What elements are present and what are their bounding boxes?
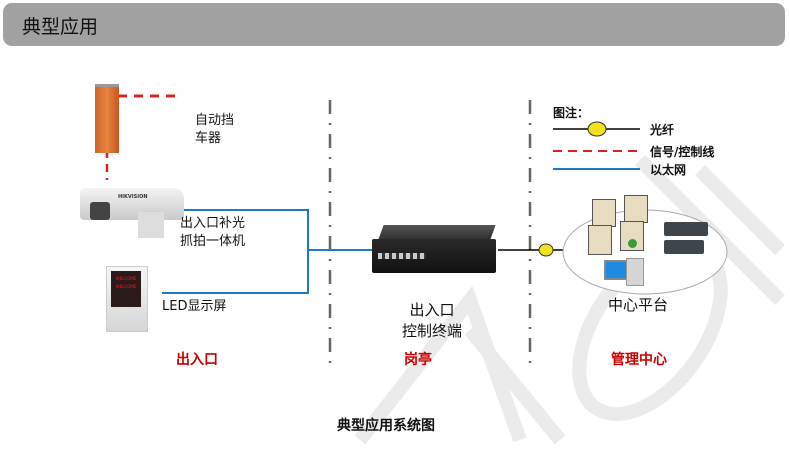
terminal-label: 出入口 控制终端 bbox=[392, 300, 472, 342]
legend-label-ethernet: 以太网 bbox=[650, 163, 687, 177]
center-platform-label: 中心平台 bbox=[607, 296, 668, 314]
control-terminal-icon bbox=[372, 225, 496, 275]
led-text-1: WELCOME bbox=[115, 276, 137, 281]
barrier-gate-icon bbox=[95, 84, 119, 153]
ethernet-entrance-line bbox=[162, 209, 309, 294]
workstation-icon bbox=[604, 258, 648, 288]
led-text-2: WELCOME bbox=[115, 284, 137, 289]
zone-booth: 岗亭 bbox=[404, 352, 432, 368]
zone-entrance: 出入口 bbox=[176, 352, 218, 368]
camera-label-line2: 抓拍一体机 bbox=[180, 234, 246, 249]
camera-label-line1: 出入口补光 bbox=[180, 216, 246, 231]
server-cluster-icon bbox=[588, 195, 654, 255]
camera-label: 出入口补光 抓拍一体机 bbox=[180, 215, 245, 251]
diagram-caption: 典型应用系统图 bbox=[337, 418, 435, 434]
barrier-label: 自动挡 车器 bbox=[195, 112, 234, 148]
fiber-icon bbox=[538, 243, 554, 257]
section-header: 典型应用 bbox=[3, 3, 785, 46]
legend-label-signal: 信号/控制线 bbox=[650, 145, 715, 159]
watermark-letter-t bbox=[464, 325, 566, 445]
camera-icon: HIKVISION bbox=[80, 188, 186, 238]
terminal-label-line1: 出入口 bbox=[409, 301, 455, 319]
storage-device-icon bbox=[664, 222, 710, 258]
terminal-label-line2: 控制终端 bbox=[401, 322, 462, 340]
led-screen-label: LED显示屏 bbox=[162, 299, 227, 314]
led-screen-icon: WELCOME WELCOME bbox=[106, 266, 148, 332]
camera-brand-label: HIKVISION bbox=[118, 194, 148, 200]
watermark-letter-a bbox=[354, 285, 527, 445]
legend-label-fiber: 光纤 bbox=[650, 123, 675, 137]
barrier-label-line1: 自动挡 bbox=[195, 113, 235, 128]
barrier-label-line2: 车器 bbox=[195, 131, 222, 146]
legend-title: 图注： bbox=[553, 106, 590, 120]
section-title: 典型应用 bbox=[22, 16, 99, 38]
zone-management: 管理中心 bbox=[611, 352, 667, 368]
legend-fiber-icon bbox=[587, 121, 607, 137]
